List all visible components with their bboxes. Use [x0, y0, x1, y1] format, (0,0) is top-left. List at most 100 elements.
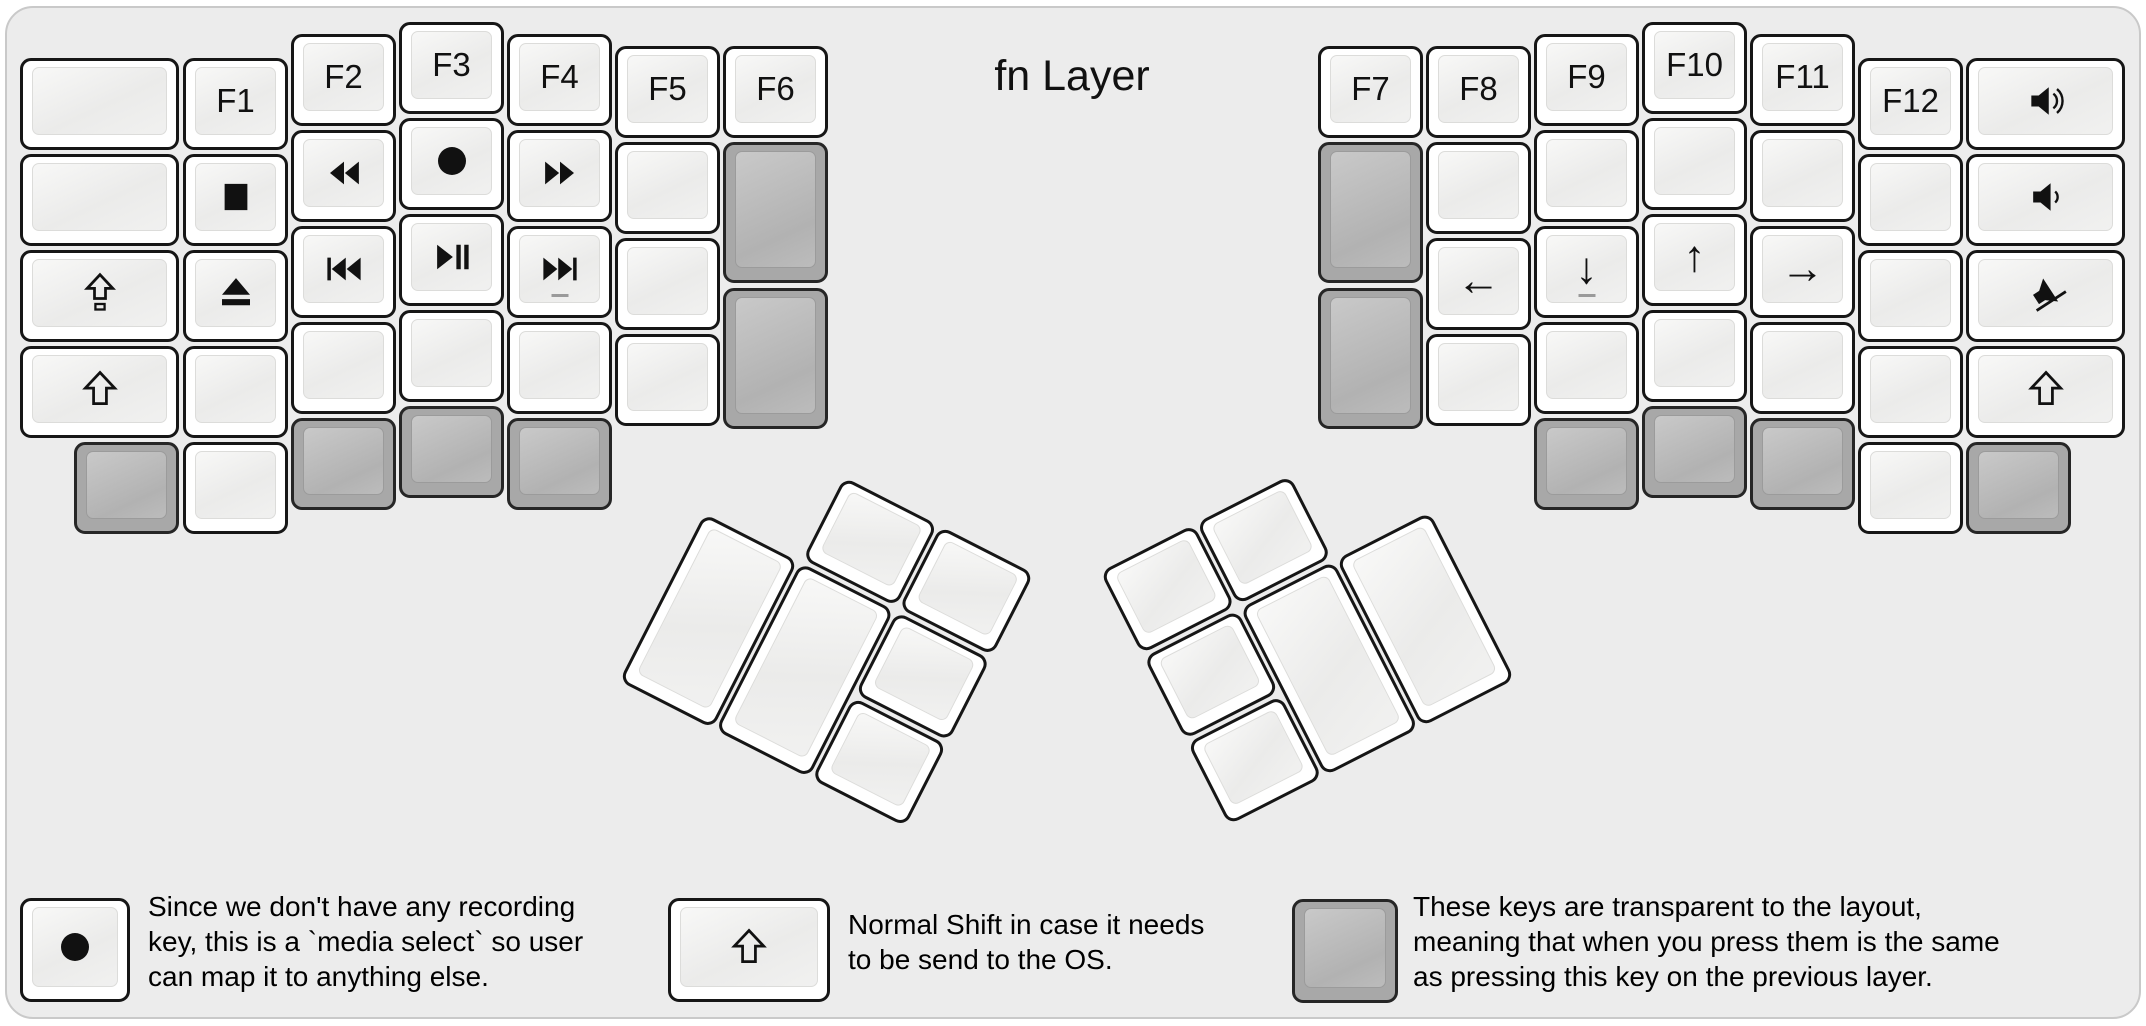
play-pause-icon: [431, 236, 473, 278]
eject-key[interactable]: [183, 250, 288, 342]
f3-key[interactable]: F3: [399, 22, 504, 114]
keycap: [32, 67, 167, 135]
transparent-key[interactable]: [507, 418, 612, 510]
legend-line: to be send to the OS.: [848, 944, 1113, 975]
stop-key[interactable]: [183, 154, 288, 246]
keycap: [303, 235, 384, 303]
legend-shift-key: [668, 898, 830, 1002]
keycap: F4: [519, 43, 600, 111]
keycap: [1978, 355, 2113, 423]
f2-key[interactable]: F2: [291, 34, 396, 126]
key-label: F12: [1882, 82, 1939, 119]
f11-key[interactable]: F11: [1750, 34, 1855, 126]
blank-key[interactable]: [291, 322, 396, 414]
blank-key[interactable]: [20, 154, 179, 246]
blank-key[interactable]: [20, 58, 179, 150]
blank-key[interactable]: [1642, 310, 1747, 402]
transparent-key[interactable]: [1318, 142, 1423, 283]
keycap: [1870, 259, 1951, 327]
blank-key[interactable]: [1534, 322, 1639, 414]
keycap: F1: [195, 67, 276, 135]
blank-key[interactable]: [1750, 322, 1855, 414]
keycap: [1546, 331, 1627, 399]
keycap: [411, 223, 492, 291]
blank-key[interactable]: [615, 334, 720, 426]
keycap: [519, 331, 600, 399]
arrow-left-key[interactable]: ←: [1426, 238, 1531, 330]
blank-key[interactable]: [1534, 130, 1639, 222]
keycap: [1546, 427, 1627, 495]
blank-key[interactable]: [183, 346, 288, 438]
blank-key[interactable]: [183, 442, 288, 534]
shift-key[interactable]: [1966, 346, 2125, 438]
arrow-down-key[interactable]: ↓: [1534, 226, 1639, 318]
blank-key[interactable]: [507, 322, 612, 414]
rewind-icon: [323, 152, 365, 194]
blank-key[interactable]: [1858, 442, 1963, 534]
transparent-key[interactable]: [1750, 418, 1855, 510]
keycap: [627, 247, 708, 315]
transparent-key[interactable]: [291, 418, 396, 510]
transparent-key[interactable]: [74, 442, 179, 534]
caps-lock-key[interactable]: [20, 250, 179, 342]
key-label: ←: [1456, 256, 1501, 305]
play-pause-key[interactable]: [399, 214, 504, 306]
legend-line: These keys are transparent to the layout…: [1413, 891, 1922, 922]
mute-key[interactable]: [1966, 250, 2125, 342]
key-label: F2: [324, 58, 363, 95]
transparent-key[interactable]: [1318, 288, 1423, 429]
keycap: ↓: [1546, 235, 1627, 303]
blank-key[interactable]: [1426, 142, 1531, 234]
blank-key[interactable]: [1858, 346, 1963, 438]
key-label: F6: [756, 70, 795, 107]
transparent-key[interactable]: [723, 288, 828, 429]
keycap: [1654, 127, 1735, 195]
keycap: [1978, 67, 2113, 135]
legend-line: as pressing this key on the previous lay…: [1413, 961, 1933, 992]
f12-key[interactable]: F12: [1858, 58, 1963, 150]
transparent-key[interactable]: [723, 142, 828, 283]
key-label: F9: [1567, 58, 1606, 95]
blank-key[interactable]: [615, 142, 720, 234]
key-label: F4: [540, 58, 579, 95]
f8-key[interactable]: F8: [1426, 46, 1531, 138]
f4-key[interactable]: F4: [507, 34, 612, 126]
blank-key[interactable]: [1642, 118, 1747, 210]
shift-key[interactable]: [20, 346, 179, 438]
blank-key[interactable]: [1858, 154, 1963, 246]
keycap: F9: [1546, 43, 1627, 111]
blank-key[interactable]: [1426, 334, 1531, 426]
prev-track-key[interactable]: [291, 226, 396, 318]
transparent-key[interactable]: [1642, 406, 1747, 498]
f7-key[interactable]: F7: [1318, 46, 1423, 138]
transparent-key[interactable]: [1534, 418, 1639, 510]
keycap: F12: [1870, 67, 1951, 135]
f1-key[interactable]: F1: [183, 58, 288, 150]
blank-key[interactable]: [615, 238, 720, 330]
rewind-key[interactable]: [291, 130, 396, 222]
transparent-key[interactable]: [399, 406, 504, 498]
keycap: F10: [1654, 31, 1735, 99]
volume-up-key[interactable]: [1966, 58, 2125, 150]
keycap: [680, 907, 818, 987]
f5-key[interactable]: F5: [615, 46, 720, 138]
keycap: F11: [1762, 43, 1843, 111]
volume-down-key[interactable]: [1966, 154, 2125, 246]
keycap: [303, 139, 384, 207]
key-label: F8: [1459, 70, 1498, 107]
f9-key[interactable]: F9: [1534, 34, 1639, 126]
blank-key[interactable]: [1750, 130, 1855, 222]
arrow-up-key[interactable]: ↑: [1642, 214, 1747, 306]
fast-forward-key[interactable]: [507, 130, 612, 222]
arrow-right-key[interactable]: →: [1750, 226, 1855, 318]
record-key[interactable]: [399, 118, 504, 210]
keycap: [735, 297, 816, 414]
transparent-key[interactable]: [1966, 442, 2071, 534]
keycap: [1762, 427, 1843, 495]
blank-key[interactable]: [399, 310, 504, 402]
shift-icon: [2024, 367, 2068, 411]
f6-key[interactable]: F6: [723, 46, 828, 138]
f10-key[interactable]: F10: [1642, 22, 1747, 114]
blank-key[interactable]: [1858, 250, 1963, 342]
next-track-key[interactable]: [507, 226, 612, 318]
